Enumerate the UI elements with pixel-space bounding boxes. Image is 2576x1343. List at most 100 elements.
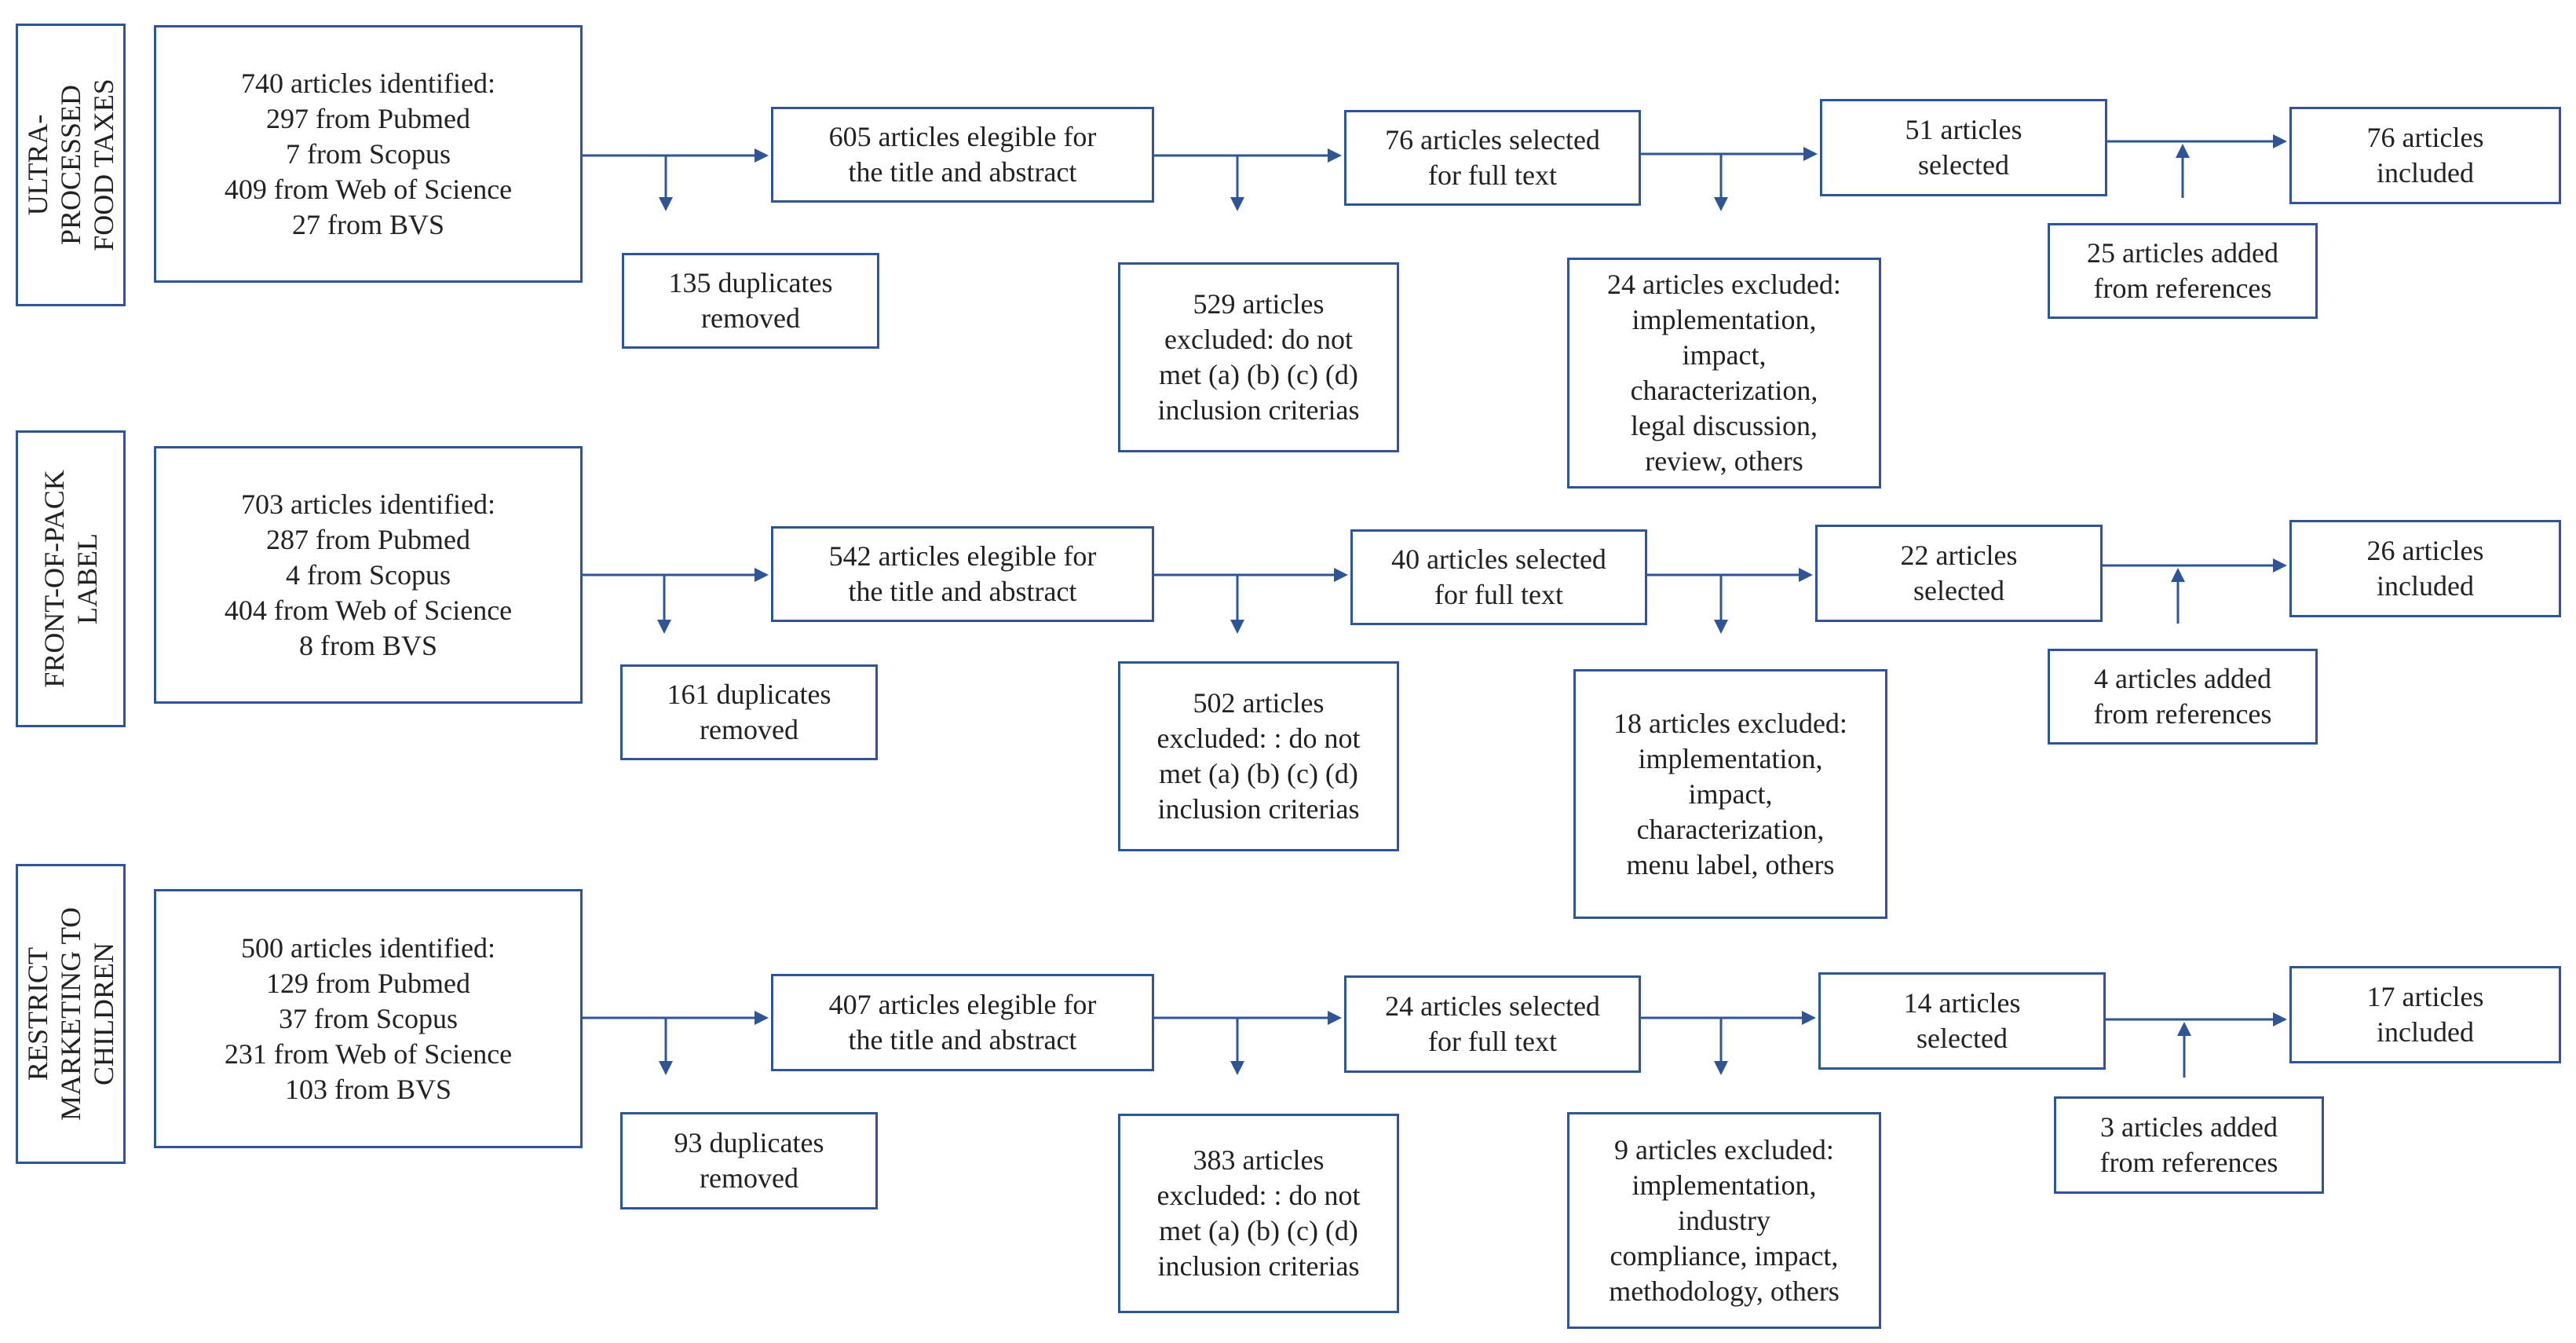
full-text-line: for full text (1428, 1026, 1557, 1057)
selected-line: selected (1916, 1023, 2008, 1054)
row-3-eligible-box: 407 articles elegible for the title and … (771, 974, 1154, 1071)
row-2-identified-box: 703 articles identified: 287 from Pubmed… (154, 446, 583, 704)
excluded-full-line: 18 articles excluded: (1613, 707, 1847, 739)
full-text-line: 24 articles selected (1385, 990, 1600, 1022)
excluded-line: excluded: do not (1164, 324, 1353, 355)
row-1-duplicates-box: 135 duplicates removed (622, 253, 879, 349)
added-line: from references (2099, 1147, 2278, 1178)
excluded-full-line: review, others (1645, 445, 1803, 477)
added-line: from references (2093, 698, 2272, 730)
excluded-full-line: characterization, (1630, 375, 1818, 406)
row-2-excluded-full-box: 18 articles excluded: implementation, im… (1573, 669, 1887, 919)
added-line: 4 articles added (2094, 663, 2271, 694)
identified-line: 703 articles identified: (241, 488, 495, 520)
duplicates-line: 135 duplicates (668, 267, 833, 298)
full-text-line: for full text (1434, 579, 1563, 610)
eligible-line: the title and abstract (848, 576, 1077, 607)
excluded-full-line: characterization, (1636, 813, 1825, 845)
row-2-duplicates-box: 161 duplicates removed (620, 664, 878, 760)
excluded-full-line: menu label, others (1626, 848, 1835, 880)
row-3-excluded-full-box: 9 articles excluded: implementation, ind… (1567, 1112, 1881, 1329)
row-2-eligible-box: 542 articles elegible for the title and … (771, 526, 1154, 622)
eligible-line: 542 articles elegible for (828, 540, 1097, 572)
selected-line: 14 articles (1903, 987, 2021, 1019)
duplicates-line: removed (700, 714, 798, 745)
excluded-line: excluded: : do not (1156, 1180, 1361, 1211)
excluded-line: inclusion criterias (1157, 793, 1360, 825)
excluded-line: inclusion criterias (1157, 394, 1360, 426)
included-line: included (2377, 570, 2474, 602)
row-3-excluded-abstract-box: 383 articles excluded: : do not met (a) … (1118, 1114, 1399, 1313)
identified-line: 7 from Scopus (286, 137, 451, 170)
excluded-line: met (a) (b) (c) (d) (1159, 758, 1358, 789)
excluded-full-line: implementation, (1631, 1169, 1817, 1201)
row-1-excluded-abstract-box: 529 articles excluded: do not met (a) (b… (1118, 262, 1399, 452)
row-2-category-label: FRONT-OF-PACK LABEL (16, 430, 126, 727)
duplicates-line: 93 duplicates (674, 1127, 824, 1158)
identified-line: 740 articles identified: (241, 67, 495, 99)
identified-line: 404 from Web of Science (224, 594, 513, 626)
excluded-line: 529 articles (1193, 288, 1325, 320)
included-line: 17 articles (2366, 981, 2484, 1012)
row-1-added-box: 25 articles added from references (2048, 223, 2318, 319)
excluded-full-line: 9 articles excluded: (1614, 1133, 1834, 1166)
row-3-identified-box: 500 articles identified: 129 from Pubmed… (154, 889, 583, 1148)
row-1-eligible-box: 605 articles elegible for the title and … (771, 107, 1154, 203)
row-3-category-label: RESTRICT MARKETING TO CHILDREN (16, 864, 126, 1164)
selected-line: 51 articles (1905, 114, 2022, 145)
excluded-line: met (a) (b) (c) (d) (1159, 1215, 1358, 1246)
added-line: 3 articles added (2100, 1111, 2278, 1143)
identified-line: 129 from Pubmed (266, 967, 470, 999)
eligible-line: 605 articles elegible for (828, 121, 1097, 152)
excluded-line: 383 articles (1193, 1144, 1325, 1176)
row-2-included-box: 26 articles included (2289, 520, 2561, 617)
excluded-full-line: compliance, impact, (1610, 1239, 1839, 1272)
row-1-included-box: 76 articles included (2289, 107, 2561, 204)
duplicates-line: removed (700, 1162, 798, 1194)
row-3-selected-box: 14 articles selected (1818, 972, 2106, 1070)
selected-line: 22 articles (1900, 540, 2018, 571)
excluded-full-line: implementation, (1631, 304, 1817, 335)
identified-line: 8 from BVS (298, 629, 437, 661)
row-2-selected-box: 22 articles selected (1815, 525, 2103, 622)
full-text-line: 40 articles selected (1391, 543, 1606, 575)
excluded-line: excluded: : do not (1156, 723, 1361, 754)
row-3-included-box: 17 articles included (2289, 966, 2561, 1063)
excluded-line: 502 articles (1193, 687, 1325, 719)
row-1-selected-box: 51 articles selected (1820, 99, 2107, 196)
identified-line: 231 from Web of Science (224, 1037, 513, 1070)
excluded-full-line: methodology, others (1609, 1275, 1840, 1307)
row-3-duplicates-box: 93 duplicates removed (620, 1112, 878, 1209)
added-line: from references (2093, 273, 2272, 304)
excluded-full-line: impact, (1682, 339, 1767, 371)
full-text-line: 76 articles selected (1385, 124, 1600, 156)
included-line: 26 articles (2366, 535, 2484, 566)
row-3-added-box: 3 articles added from references (2054, 1096, 2324, 1194)
excluded-line: met (a) (b) (c) (d) (1159, 359, 1358, 390)
eligible-line: 407 articles elegible for (828, 989, 1097, 1020)
added-line: 25 articles added (2087, 237, 2278, 269)
full-text-line: for full text (1428, 159, 1557, 191)
excluded-full-line: 24 articles excluded: (1607, 269, 1841, 300)
row-1-identified-box: 740 articles identified: 297 from Pubmed… (154, 25, 583, 283)
excluded-full-line: legal discussion, (1631, 410, 1818, 441)
included-line: 76 articles (2366, 122, 2484, 153)
selected-line: selected (1913, 575, 2004, 606)
excluded-full-line: industry (1677, 1204, 1770, 1236)
included-line: included (2377, 157, 2474, 188)
identified-line: 27 from BVS (291, 208, 444, 240)
identified-line: 297 from Pubmed (266, 102, 470, 134)
row-1-category-label: ULTRA- PROCESSED FOOD TAXES (16, 24, 126, 306)
identified-line: 500 articles identified: (241, 931, 495, 964)
row-2-added-box: 4 articles added from references (2048, 649, 2318, 745)
eligible-line: the title and abstract (848, 156, 1077, 188)
row-3-full-text-box: 24 articles selected for full text (1344, 975, 1641, 1073)
eligible-line: the title and abstract (848, 1024, 1077, 1056)
included-line: included (2377, 1016, 2474, 1048)
identified-line: 4 from Scopus (286, 558, 451, 591)
excluded-full-line: implementation, (1638, 742, 1823, 774)
selected-line: selected (1918, 149, 2009, 181)
identified-line: 409 from Web of Science (224, 173, 513, 205)
